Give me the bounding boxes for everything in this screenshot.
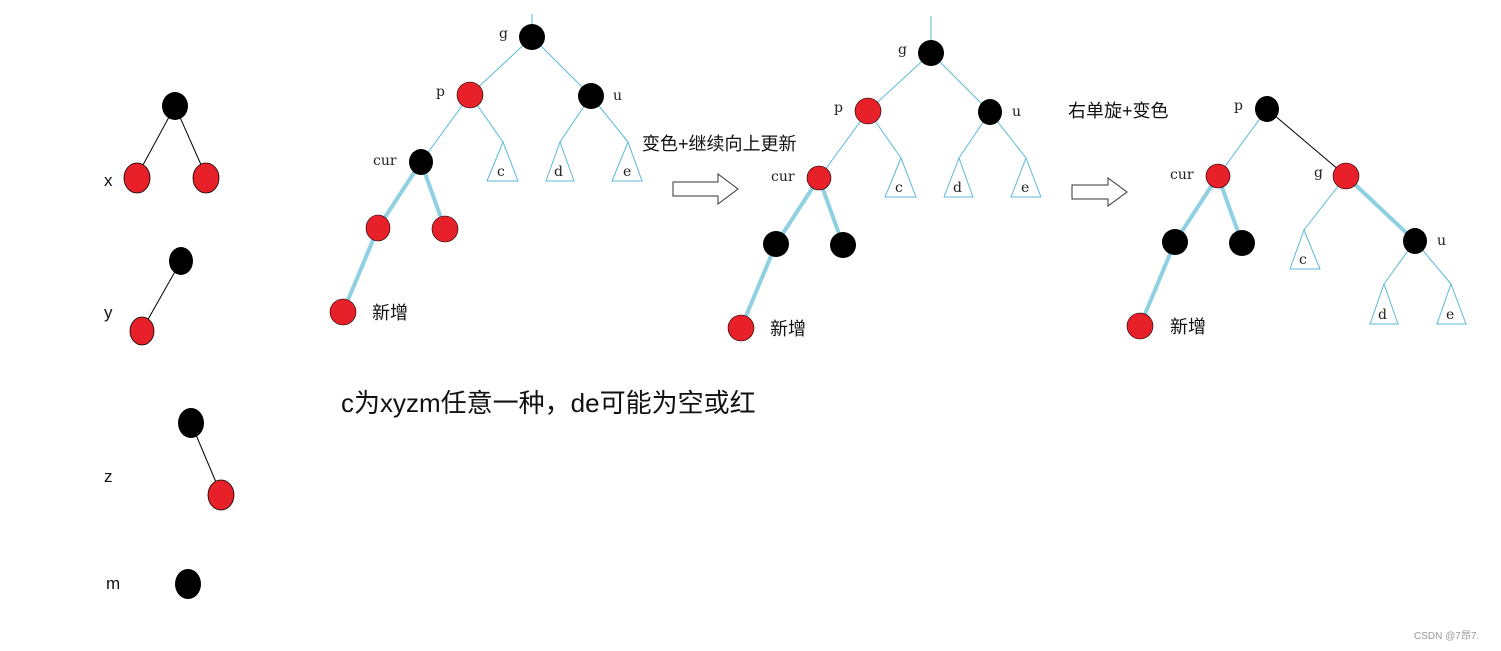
tree1-u-label: u <box>613 88 622 104</box>
tree3-u-label: u <box>1437 233 1446 249</box>
tree2-subtree-c <box>884 156 917 198</box>
tree2-node-cur-right <box>830 232 856 258</box>
tree2-e-label: e <box>1021 180 1029 196</box>
tree3-e-label: e <box>1446 307 1454 323</box>
tree-3: c d e p g u cur 新增 <box>1126 96 1467 340</box>
caption: c为xyzm任意一种，de可能为空或红 <box>341 388 756 418</box>
tree2-node-u <box>978 99 1002 125</box>
tree-1: c d e g p u cur 新增 <box>329 14 643 326</box>
tree2-u-label: u <box>1012 104 1021 120</box>
tree1-node-new <box>329 298 357 326</box>
legend-x-root <box>162 92 188 120</box>
tree1-c-label: c <box>497 164 505 180</box>
tree1-node-u <box>578 83 604 109</box>
legend-z-root <box>178 408 204 438</box>
tree2-new-label: 新增 <box>770 319 806 339</box>
legend-y-label: y <box>104 303 113 322</box>
tree3-node-cur-left <box>1162 229 1188 255</box>
legend-z: z <box>104 408 235 511</box>
arrow-2 <box>1071 177 1128 207</box>
tree2-c-label: c <box>895 180 903 196</box>
tree-2: c d e g p u cur 新增 <box>727 16 1042 342</box>
tree2-node-cur-left <box>763 231 789 257</box>
tree3-d-label: d <box>1378 307 1387 323</box>
step-2-label: 右单旋+变色 <box>1068 101 1169 121</box>
tree3-p-label: p <box>1234 98 1243 114</box>
legend-y: y <box>104 247 193 346</box>
tree3-node-u <box>1403 228 1427 254</box>
step-1-label: 变色+继续向上更新 <box>642 134 797 154</box>
tree1-d-label: d <box>554 164 563 180</box>
tree3-g-label: g <box>1314 165 1323 181</box>
tree1-new-label: 新增 <box>372 303 408 323</box>
tree3-node-g <box>1332 162 1360 190</box>
tree2-node-new <box>727 314 755 342</box>
tree1-node-g <box>519 24 545 50</box>
tree2-node-p <box>854 97 882 125</box>
tree3-new-label: 新增 <box>1170 317 1206 337</box>
legend-z-right <box>207 479 235 511</box>
tree3-node-cur <box>1205 163 1231 189</box>
tree3-node-cur-right <box>1229 230 1255 256</box>
tree3-subtree-d <box>1369 282 1399 325</box>
tree2-subtree-d <box>943 156 974 198</box>
tree3-subtree-e <box>1436 282 1467 325</box>
legend-z-label: z <box>104 467 113 486</box>
tree1-cur-label: cur <box>373 153 397 169</box>
tree1-node-cur-right <box>431 215 459 243</box>
legend-y-root <box>169 247 193 275</box>
tree3-node-p <box>1255 96 1279 122</box>
tree3-node-new <box>1126 312 1154 340</box>
tree2-node-cur <box>806 165 832 191</box>
legend-m: m <box>106 569 201 599</box>
tree2-d-label: d <box>953 180 962 196</box>
tree2-g-label: g <box>898 42 907 58</box>
tree1-subtree-d <box>545 140 575 182</box>
tree2-cur-label: cur <box>771 169 795 185</box>
tree2-subtree-e <box>1010 156 1042 198</box>
tree1-node-cur-left <box>365 214 391 242</box>
watermark: CSDN @7昂7. <box>1414 630 1479 642</box>
legend-x-right <box>192 162 220 194</box>
tree3-cur-label: cur <box>1170 167 1194 183</box>
tree3-c-label: c <box>1299 252 1307 268</box>
legend-x: x <box>104 92 220 194</box>
tree1-subtree-c <box>486 140 519 182</box>
tree1-node-p <box>456 81 484 109</box>
legend-x-left <box>123 162 151 194</box>
legend-m-label: m <box>106 574 120 593</box>
legend-x-label: x <box>104 171 113 190</box>
tree2-p-label: p <box>834 100 843 116</box>
tree2-node-g <box>918 40 944 66</box>
tree1-node-cur <box>409 149 433 175</box>
tree1-subtree-e <box>611 140 643 182</box>
tree3-subtree-c <box>1289 228 1321 270</box>
legend-m-node <box>175 569 201 599</box>
legend-y-left <box>129 316 155 346</box>
tree1-e-label: e <box>623 164 631 180</box>
arrow-1 <box>672 173 739 205</box>
tree1-p-label: p <box>436 84 445 100</box>
tree1-g-label: g <box>499 26 508 42</box>
